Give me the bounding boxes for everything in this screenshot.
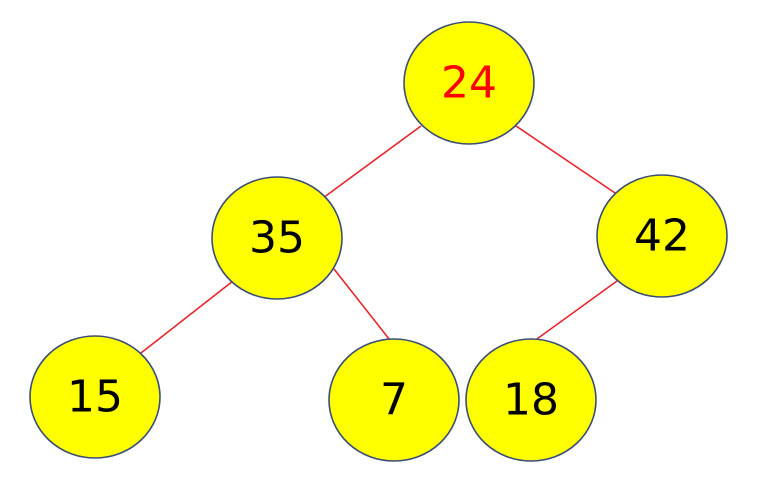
tree-node-left-right: 7 <box>328 338 460 462</box>
node-label-left-left: 15 <box>67 372 123 423</box>
node-label-left-right: 7 <box>380 375 408 426</box>
node-label-root: 24 <box>441 58 497 109</box>
edge-left-to-left-left <box>140 280 234 354</box>
edge-right-to-right-left <box>529 280 618 345</box>
node-label-right-left: 18 <box>503 375 559 426</box>
tree-node-left-left: 15 <box>29 335 161 459</box>
edge-left-to-left-right <box>333 268 394 345</box>
node-circle <box>596 174 728 298</box>
node-circle <box>465 338 597 462</box>
node-label-left: 35 <box>249 213 305 264</box>
tree-node-right: 42 <box>596 174 728 298</box>
tree-node-left: 35 <box>211 176 343 300</box>
node-circle <box>328 338 460 462</box>
node-label-right: 42 <box>634 211 690 262</box>
node-circle <box>211 176 343 300</box>
tree-node-root: 24 <box>403 21 535 145</box>
node-circle <box>29 335 161 459</box>
node-circle <box>403 21 535 145</box>
edge-root-to-left <box>322 125 422 199</box>
edge-root-to-right <box>515 125 619 196</box>
tree-node-right-left: 18 <box>465 338 597 462</box>
